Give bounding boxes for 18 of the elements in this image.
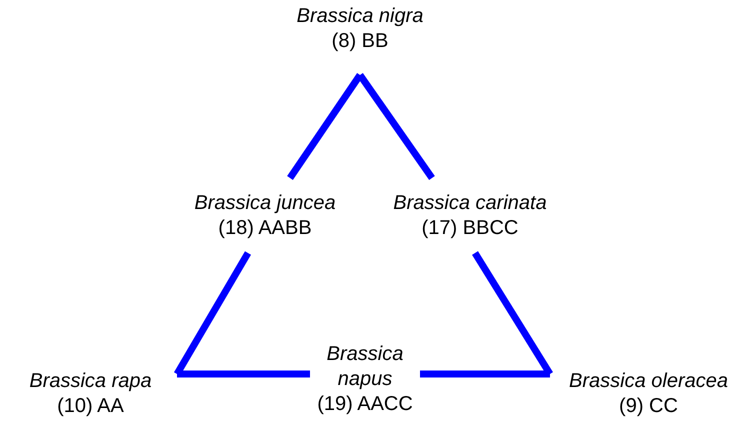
chromosome-genome-label: (9) CC	[619, 394, 678, 419]
species-name: Brassica rapa	[29, 369, 152, 394]
chromosome-genome-label: (10) AA	[57, 394, 124, 419]
chromosome-genome-label: (17) BBCC	[422, 216, 518, 240]
connector-line	[177, 370, 310, 378]
chromosome-genome-label: (19) AACC	[317, 392, 413, 416]
chromosome-genome-label: (8) BB	[332, 29, 388, 54]
connector-line	[420, 370, 550, 378]
species-name: Brassica napus	[326, 342, 404, 392]
chromosome-genome-label: (18) AABB	[218, 216, 312, 240]
species-name: Brassica juncea	[194, 190, 336, 216]
species-name: Brassica oleracea	[569, 369, 728, 394]
connector-line	[287, 73, 363, 180]
connector-line	[174, 251, 252, 376]
connector-line	[472, 251, 553, 376]
species-name: Brassica nigra	[296, 4, 424, 29]
connector-line	[357, 73, 435, 180]
species-name: Brassica carinata	[393, 190, 547, 216]
